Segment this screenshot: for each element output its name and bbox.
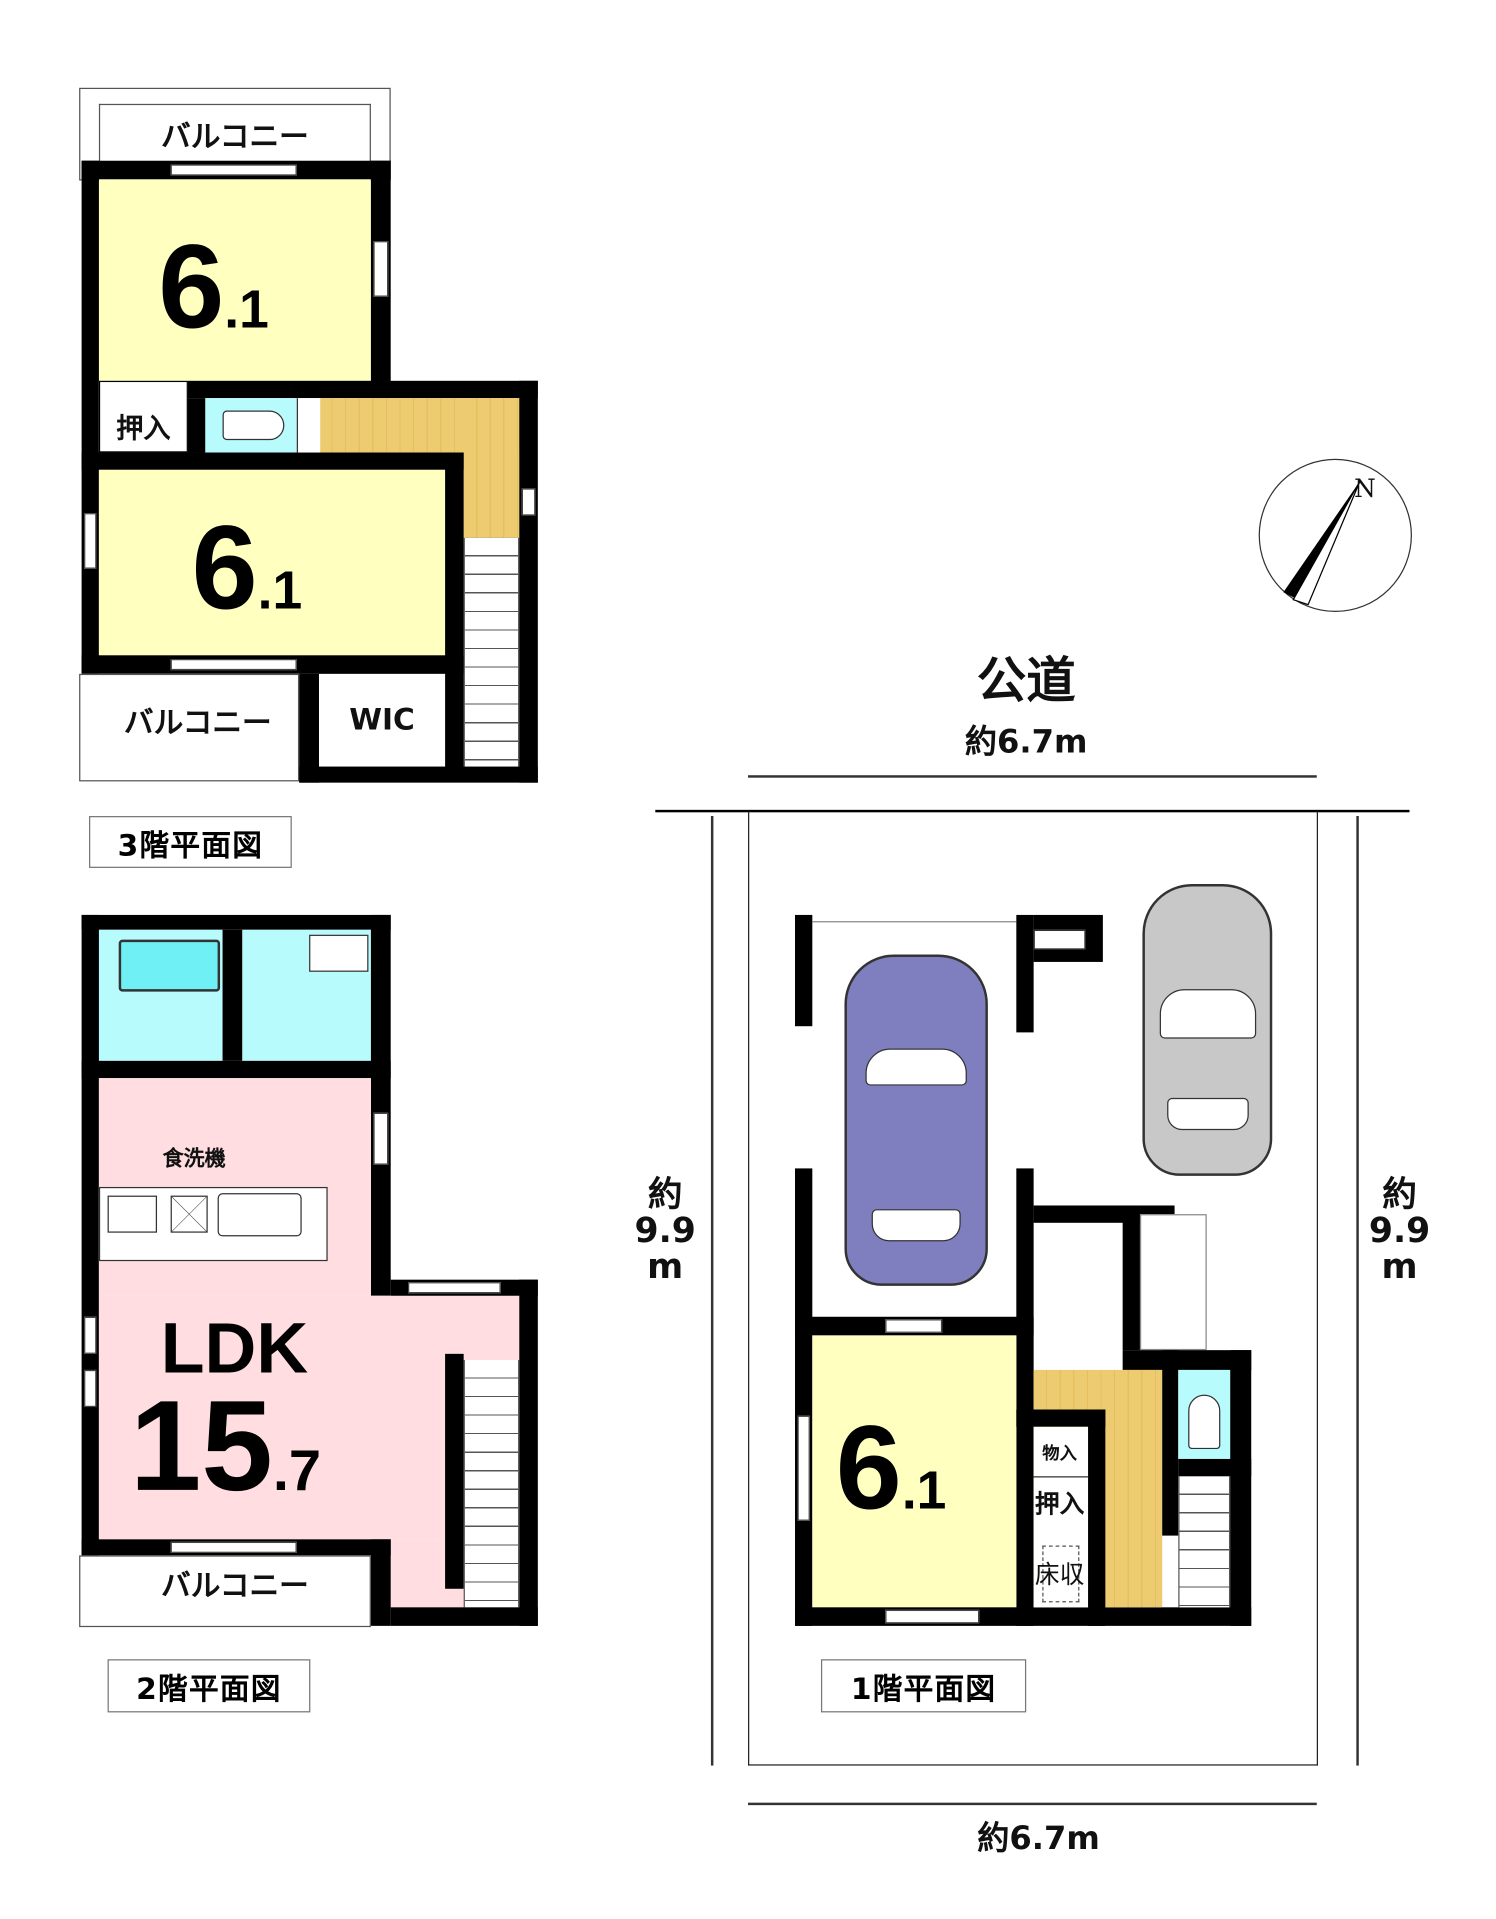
stove-icon [107, 1195, 158, 1233]
window [797, 1415, 810, 1521]
width-top-label: 約6.7m [964, 723, 1088, 762]
size-dec: .1 [257, 561, 303, 621]
dimension-line [748, 775, 1317, 778]
stairs [463, 1360, 520, 1608]
balcony-bottom [79, 673, 300, 782]
window [170, 164, 297, 176]
size-dec: .1 [224, 280, 269, 341]
window [170, 659, 297, 671]
storage-box [1033, 929, 1086, 950]
dimension-line [1356, 816, 1359, 1766]
window [373, 241, 389, 297]
balcony [79, 1555, 371, 1628]
entrance [1139, 1214, 1207, 1351]
width-bottom-label: 約6.7m [977, 1820, 1100, 1858]
size-dec: .1 [901, 1461, 947, 1521]
balcony-label: バルコニー [161, 1568, 309, 1603]
kitchen-counter [98, 1186, 328, 1262]
closet-label: 押入 [1034, 1489, 1085, 1519]
size-dec: .7 [272, 1437, 322, 1503]
floor1-title: 1階平面図 [820, 1659, 1027, 1713]
room-1f [812, 1335, 1017, 1608]
size-int: 15 [129, 1374, 273, 1519]
window [170, 1541, 297, 1553]
window [373, 1112, 389, 1165]
storage [1033, 1426, 1089, 1477]
room-lower-size: 6.1 [192, 509, 303, 628]
hall-floor [463, 398, 520, 538]
t: 9.9 [634, 1209, 696, 1251]
north-label: N [1354, 473, 1376, 504]
window [84, 1316, 97, 1354]
size-int: 6 [191, 501, 258, 635]
sink-icon [309, 934, 369, 972]
room-upper-size: 6.1 [158, 228, 269, 348]
north-arrow-icon [1283, 480, 1361, 606]
t: m [647, 1245, 684, 1287]
dishwasher-label: 食洗機 [162, 1146, 226, 1172]
t: 約 [647, 1173, 683, 1215]
t: 約 [1382, 1173, 1417, 1215]
t: m [1381, 1245, 1418, 1287]
car-window [1159, 989, 1257, 1039]
toilet-icon [222, 410, 285, 441]
stairs [463, 537, 520, 767]
balcony-bottom-label: バルコニー [123, 705, 272, 740]
window [408, 1282, 501, 1294]
floor2-title: 2階平面図 [107, 1659, 311, 1713]
balcony-top-label: バルコニー [161, 119, 309, 154]
size-int: 6 [158, 221, 225, 354]
compass [1258, 458, 1412, 613]
toilet-icon [1188, 1394, 1221, 1450]
room-1f-size: 6.1 [836, 1409, 947, 1528]
closet-label: 押入 [116, 414, 171, 446]
dimension-line [748, 1802, 1317, 1805]
window [521, 488, 536, 516]
lot-boundary [748, 811, 1319, 1766]
bathtub-icon [118, 939, 221, 992]
wic-label: WIC [349, 702, 415, 737]
room-upper [98, 179, 371, 384]
floor3-title: 3階平面図 [89, 816, 292, 868]
ldk-label: LDK [160, 1308, 309, 1389]
car-window [871, 1209, 961, 1242]
window [885, 1609, 980, 1624]
storage-label: 物入 [1042, 1444, 1077, 1464]
car-window [865, 1048, 967, 1086]
stairs [1178, 1476, 1231, 1608]
road-edge [655, 809, 1410, 813]
road-label: 公道 [976, 652, 1076, 710]
window [885, 1319, 943, 1333]
room-lower [98, 469, 446, 656]
car-window [1167, 1097, 1249, 1131]
closet [98, 380, 188, 453]
dimension-line [710, 816, 713, 1766]
ldk-size: 15.7 [130, 1382, 321, 1511]
window [84, 1369, 97, 1408]
floor-storage-label: 床収 [1034, 1559, 1085, 1590]
t: 9.9 [1368, 1209, 1431, 1251]
floor-storage-hatch [1042, 1545, 1080, 1603]
window [84, 513, 97, 569]
dishwasher-icon [170, 1195, 208, 1233]
size-int: 6 [835, 1402, 902, 1535]
kitchen-sink-icon [217, 1193, 302, 1237]
